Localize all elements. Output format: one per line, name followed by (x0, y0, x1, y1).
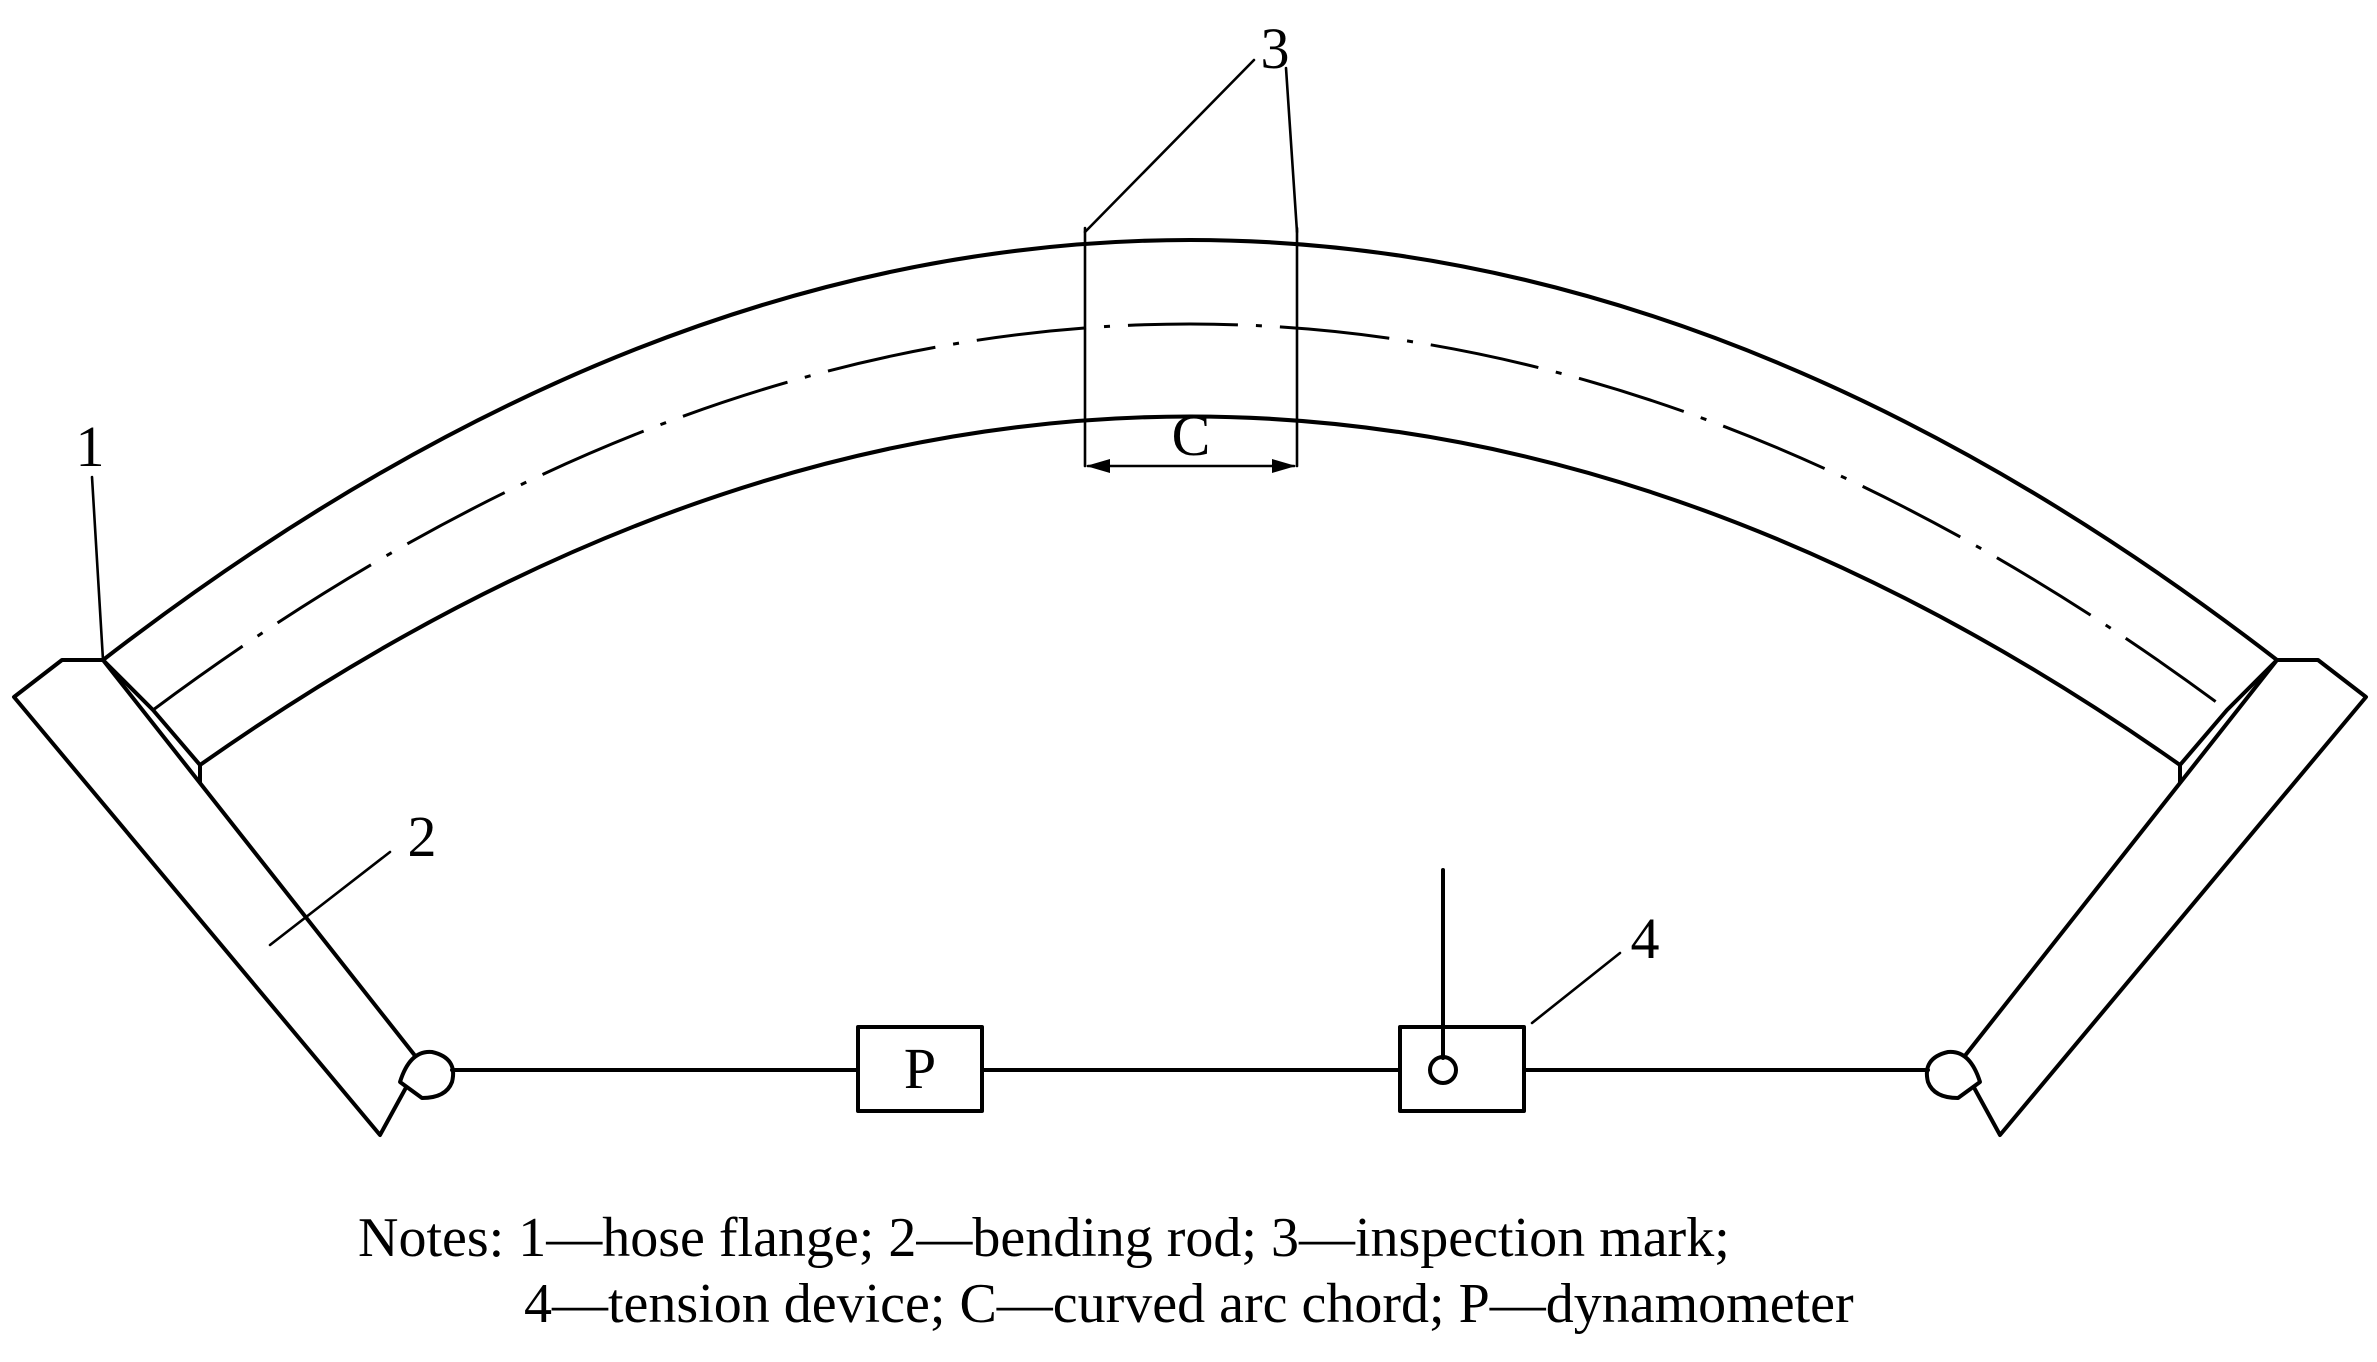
tension-number: 4 (1631, 906, 1660, 971)
hose-inner-edge (198, 414, 2182, 767)
leader-tension (1530, 951, 1622, 1025)
chord-arrow-right (1272, 459, 1296, 473)
right-rod-knob (1925, 1049, 1982, 1100)
hose-center-line (152, 322, 2228, 712)
leader-mark-right (1284, 66, 1299, 234)
chord-arrow-left (1086, 459, 1110, 473)
tension-device-pin (1428, 1055, 1458, 1085)
leader-flange (90, 475, 105, 662)
left-rod-knob (398, 1049, 455, 1100)
flange-number: 1 (76, 414, 105, 479)
inspection-mark-number: 3 (1261, 16, 1290, 81)
leader-mark-left (1083, 58, 1256, 234)
left-bending-rod (12, 658, 422, 1137)
hose-outer-edge (101, 238, 2279, 662)
dynamometer-label: P (904, 1036, 936, 1101)
leader-rod (268, 850, 392, 947)
chord-label: C (1172, 403, 1211, 468)
notes-line-2: 4—tension device; C—curved arc chord; P—… (524, 1273, 1854, 1335)
dynamometer-box (856, 1025, 984, 1113)
rod-number: 2 (408, 804, 437, 869)
notes-line-1: Notes: 1—hose flange; 2—bending rod; 3—i… (358, 1207, 1730, 1269)
tension-device-box (1398, 1025, 1526, 1113)
right-bending-rod (1958, 658, 2368, 1137)
